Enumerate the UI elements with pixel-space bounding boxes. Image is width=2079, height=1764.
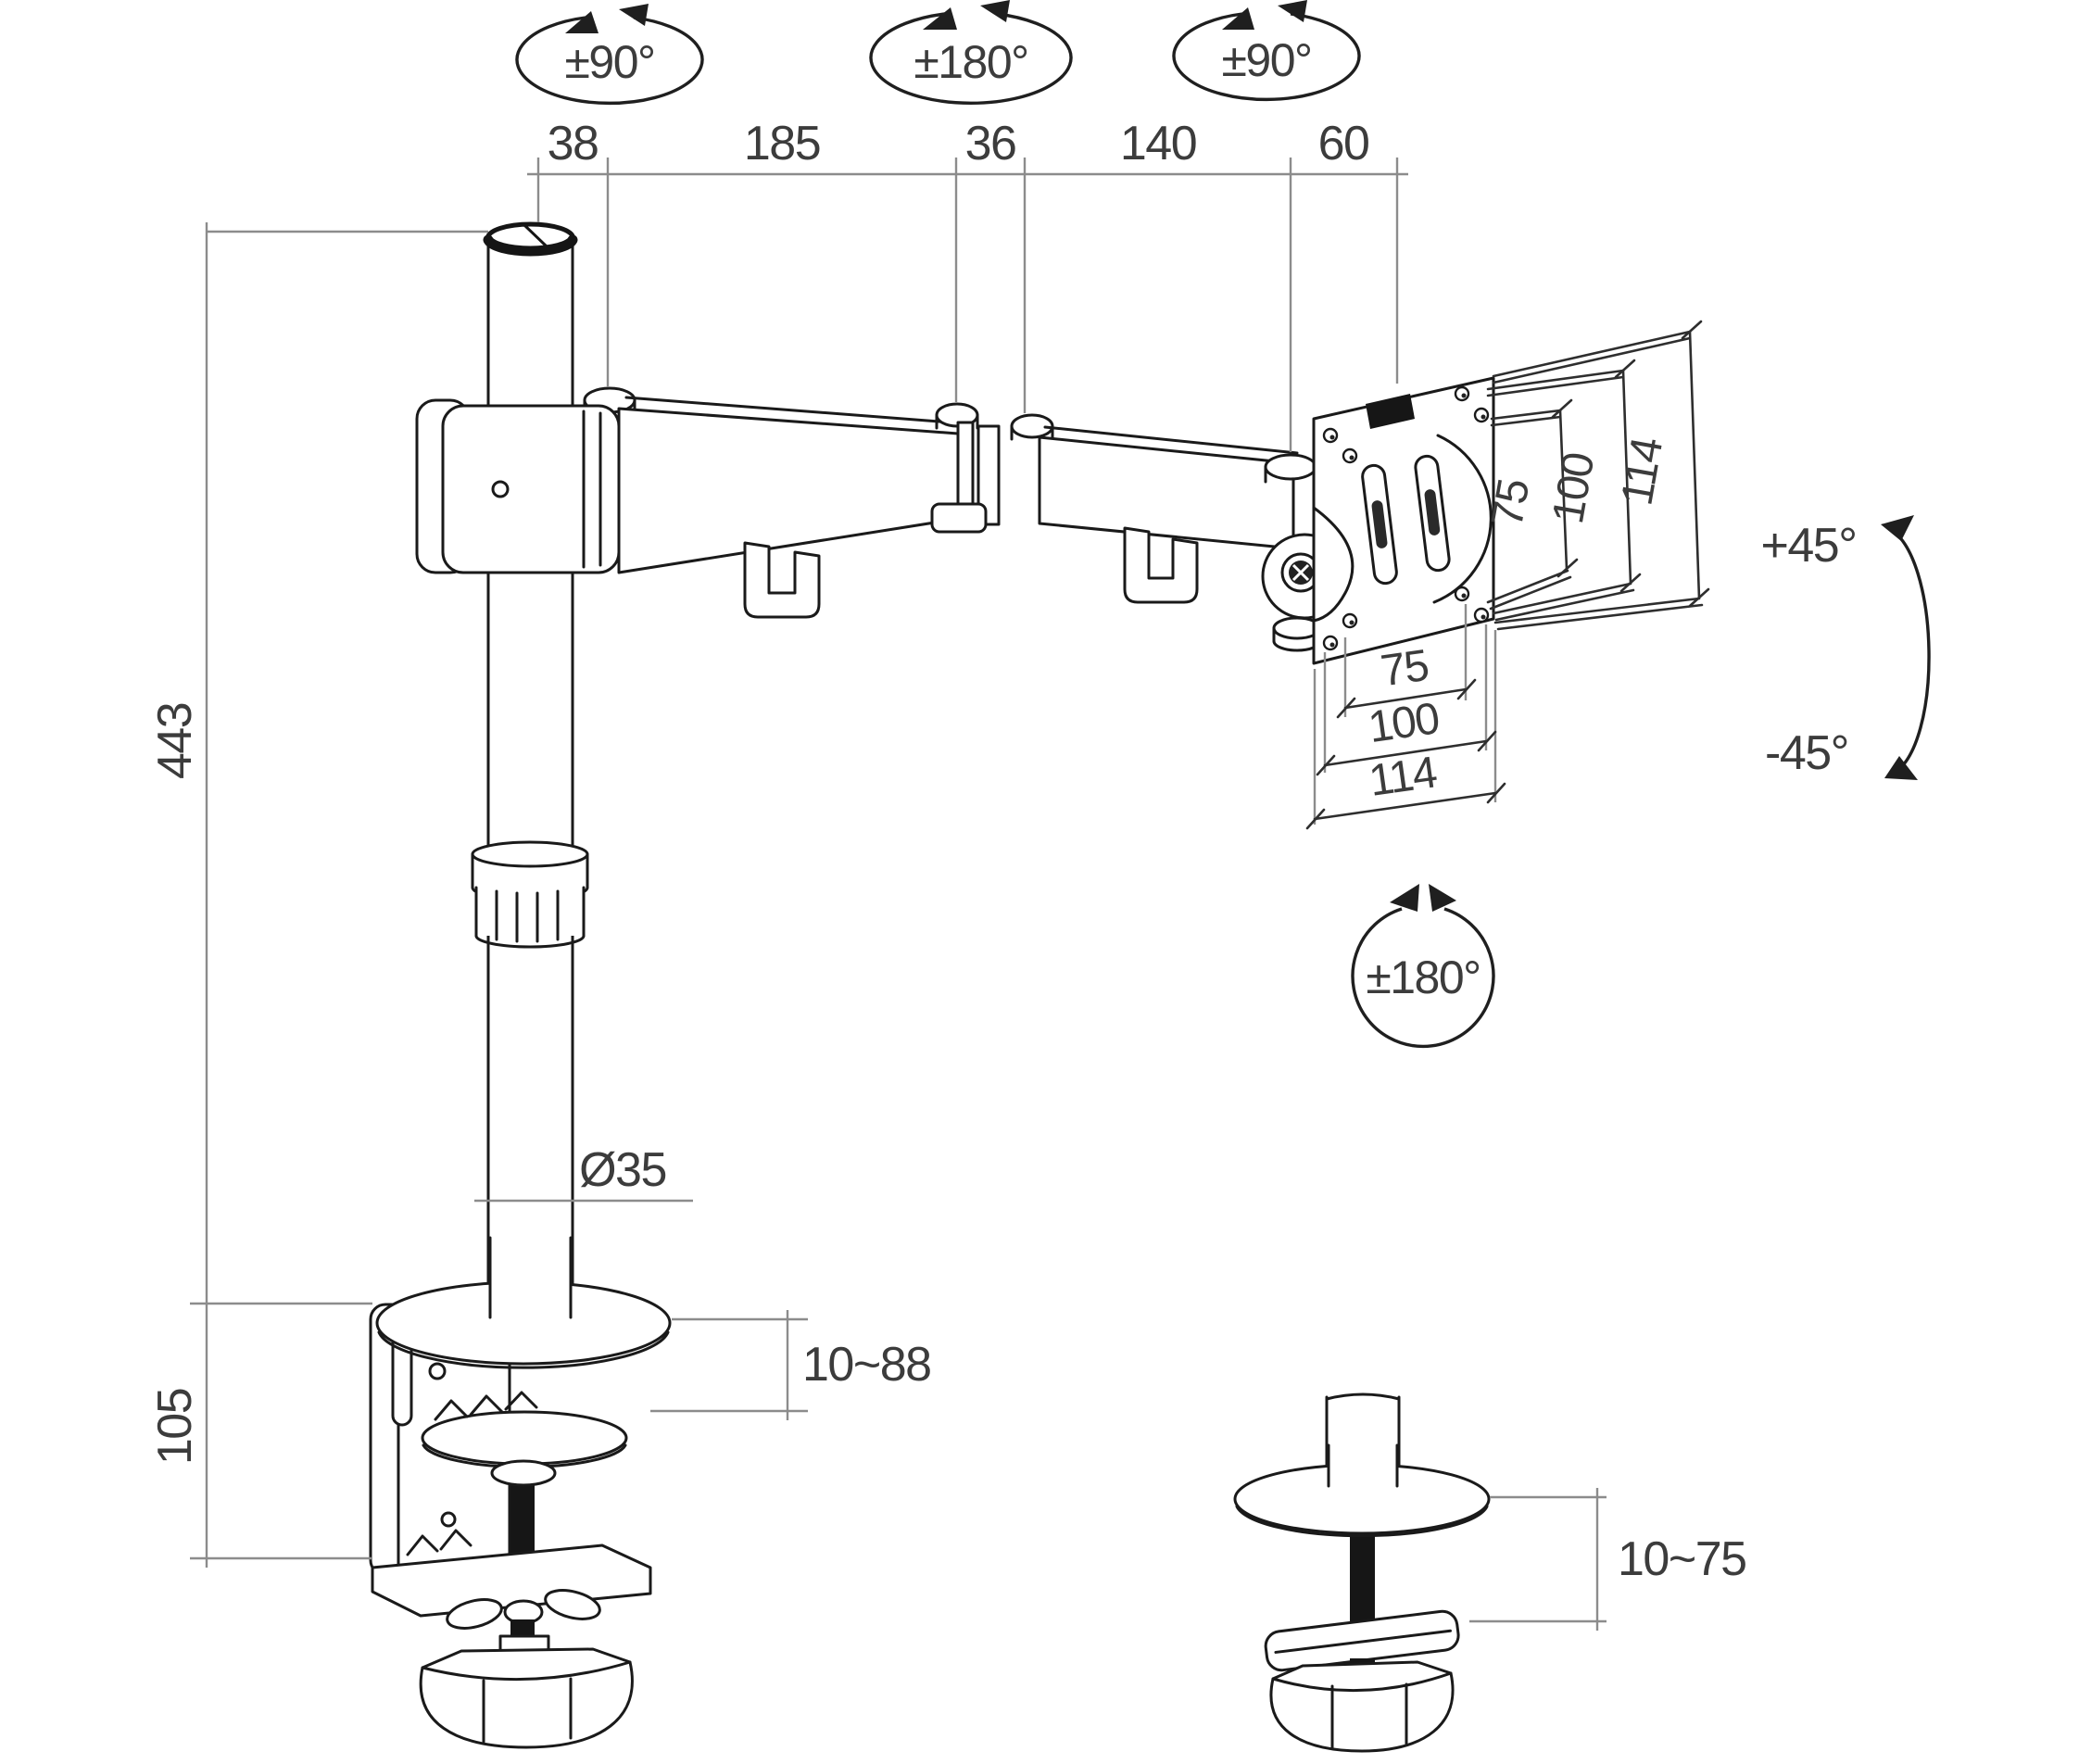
arm-segment-2 — [1038, 425, 1299, 550]
vesa-bottom-dimensions: 75 100 114 — [1305, 604, 1506, 830]
rotation-arrow-icon — [1222, 7, 1254, 30]
vesa-bottom-dim-100: 100 — [1366, 694, 1442, 752]
top-dim-38: 38 — [548, 117, 598, 170]
cable-clip-1 — [743, 541, 821, 619]
clamp-wing-nut — [446, 1589, 601, 1630]
cable-clip-2 — [1123, 526, 1199, 604]
vesa-screw-holes — [1322, 385, 1490, 651]
clamp-jaw-pad — [421, 1391, 628, 1487]
arm-joint-rotation-label: ±180° — [914, 36, 1027, 88]
vesa-plate — [1312, 376, 1495, 665]
vesa-side-dim-75: 75 — [1482, 476, 1539, 531]
tilt-dimension: +45° -45° — [1760, 515, 1931, 780]
tilt-up-label: +45° — [1760, 519, 1856, 573]
pole-height-label: 443 — [148, 703, 202, 779]
rotation-arrow-icon — [565, 11, 598, 33]
arm-middle-joint — [930, 402, 1054, 534]
top-dim-36: 36 — [965, 117, 1016, 170]
vesa-side-dim-114: 114 — [1612, 434, 1672, 509]
grommet-screw-upper — [1350, 1529, 1375, 1629]
desk-disc — [375, 1280, 672, 1369]
clamp-range-dimension: 10~88 — [650, 1310, 932, 1420]
pole-through-disc — [488, 1236, 573, 1319]
rotation-arrow-icon — [980, 0, 1010, 22]
vesa-bottom-dim-114: 114 — [1366, 748, 1439, 806]
pole-top-cap — [483, 221, 578, 257]
grommet-range-dimension: 10~75 — [1469, 1488, 1747, 1631]
rotation-arrow-icon — [1390, 884, 1419, 912]
tilt-arrow-down-icon — [1884, 756, 1918, 780]
vesa-side-dim-100: 100 — [1544, 449, 1604, 527]
vesa-joint-rotation-symbol: ±90° — [1172, 0, 1361, 102]
top-dim-60: 60 — [1318, 117, 1369, 170]
vesa-slot-left — [1361, 463, 1398, 586]
rotation-symbols: ±90° ±180° ±90° — [515, 0, 1361, 106]
pole-diameter-label: Ø35 — [579, 1143, 666, 1197]
arm-segment-1 — [617, 396, 965, 574]
pole — [483, 221, 578, 1292]
quick-release-tab — [1366, 394, 1415, 429]
vesa-rotation-label: ±180° — [1366, 951, 1480, 1003]
grommet-range-label: 10~75 — [1618, 1532, 1746, 1586]
clamp-range-label: 10~88 — [802, 1338, 931, 1392]
top-dimensions: 38 185 36 140 60 — [527, 117, 1408, 452]
rotation-arrow-icon — [923, 7, 957, 30]
pole-diameter-dimension: Ø35 — [474, 1143, 693, 1203]
monitor-arm — [415, 386, 1348, 652]
desk-clamp — [369, 1303, 652, 1749]
rotation-arrow-icon — [619, 4, 649, 26]
top-dim-185: 185 — [744, 117, 820, 170]
clamp-foot — [419, 1634, 634, 1749]
vesa-bottom-dim-75: 75 — [1378, 641, 1430, 696]
grommet-foot — [1269, 1660, 1455, 1753]
rotation-arrow-icon — [1429, 884, 1456, 912]
pole-collar — [471, 840, 589, 949]
height-dimensions: 443 105 — [148, 222, 488, 1568]
pole-rotation-symbol: ±90° — [515, 4, 704, 106]
vesa-rotation-symbol: ±180° — [1351, 884, 1495, 1049]
vesa-joint-rotation-label: ±90° — [1221, 34, 1311, 86]
tilt-down-label: -45° — [1765, 726, 1848, 780]
rotation-arrow-icon — [1278, 0, 1307, 22]
grommet-disc — [1233, 1443, 1491, 1538]
vesa-side-dimensions: 75 100 114 — [1482, 320, 1710, 631]
pole-rotation-label: ±90° — [564, 36, 654, 88]
grommet-mount — [1233, 1392, 1491, 1753]
top-dim-140: 140 — [1120, 117, 1196, 170]
arm-joint-rotation-symbol: ±180° — [869, 0, 1073, 106]
arm-pole-clamp — [441, 404, 621, 574]
joint-bolt-left — [935, 402, 979, 430]
clamp-height-label: 105 — [148, 1389, 202, 1465]
tilt-arrow-up-icon — [1881, 515, 1914, 541]
vesa-slot-right — [1414, 454, 1451, 573]
